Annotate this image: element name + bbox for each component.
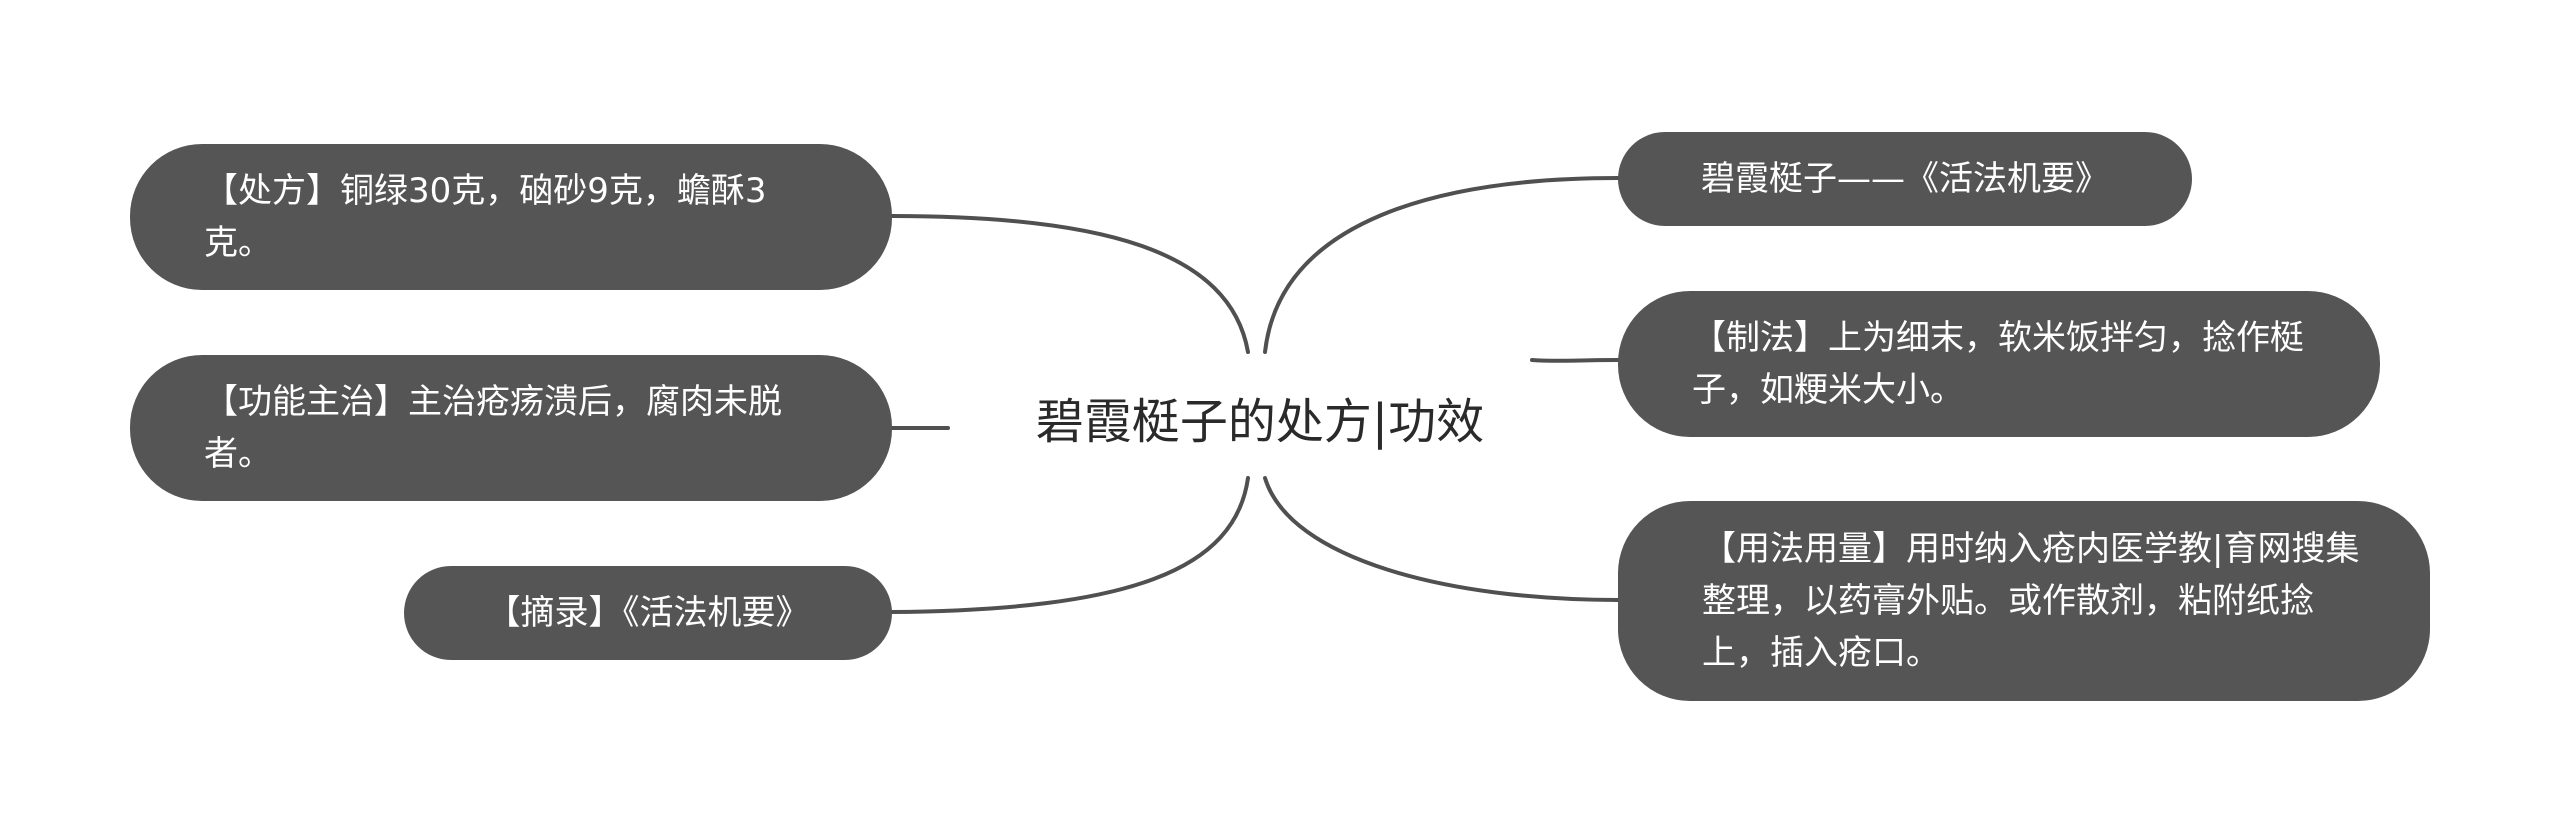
topic-recipe-label: 【处方】铜绿30克，硇砂9克，蟾酥3克。 bbox=[204, 171, 767, 263]
topic-excerpt-label: 【摘录】《活法机要》 bbox=[486, 593, 810, 633]
connector-title bbox=[1263, 176, 1620, 354]
connector-method bbox=[1530, 358, 1620, 363]
topic-source-title-label: 碧霞梃子——《活法机要》 bbox=[1701, 159, 2109, 199]
central-topic-label: 碧霞梃子的处方|功效 bbox=[1035, 394, 1485, 450]
topic-method-label: 【制法】上为细末，软米饭拌匀，捻作梃子，如粳米大小。 bbox=[1692, 318, 2304, 410]
connector-excerpt bbox=[890, 476, 1250, 614]
topic-preparation-method[interactable]: 【制法】上为细末，软米饭拌匀，捻作梃子，如粳米大小。 bbox=[1618, 291, 2380, 437]
topic-usage-label: 【用法用量】用时纳入疮内医学教|育网搜集整理，以药膏外贴。或作散剂，粘附纸捻上，… bbox=[1702, 529, 2360, 673]
topic-function-label: 【功能主治】主治疮疡溃后，腐肉未脱者。 bbox=[204, 382, 782, 474]
connector-usage bbox=[1263, 476, 1620, 602]
connector-recipe bbox=[890, 214, 1250, 354]
topic-recipe[interactable]: 【处方】铜绿30克，硇砂9克，蟾酥3克。 bbox=[130, 144, 892, 290]
topic-usage-dosage[interactable]: 【用法用量】用时纳入疮内医学教|育网搜集整理，以药膏外贴。或作散剂，粘附纸捻上，… bbox=[1618, 501, 2430, 701]
central-topic[interactable]: 碧霞梃子的处方|功效 bbox=[990, 372, 1530, 462]
topic-excerpt[interactable]: 【摘录】《活法机要》 bbox=[404, 566, 892, 660]
topic-source-title[interactable]: 碧霞梃子——《活法机要》 bbox=[1618, 132, 2192, 226]
topic-function-indication[interactable]: 【功能主治】主治疮疡溃后，腐肉未脱者。 bbox=[130, 355, 892, 501]
